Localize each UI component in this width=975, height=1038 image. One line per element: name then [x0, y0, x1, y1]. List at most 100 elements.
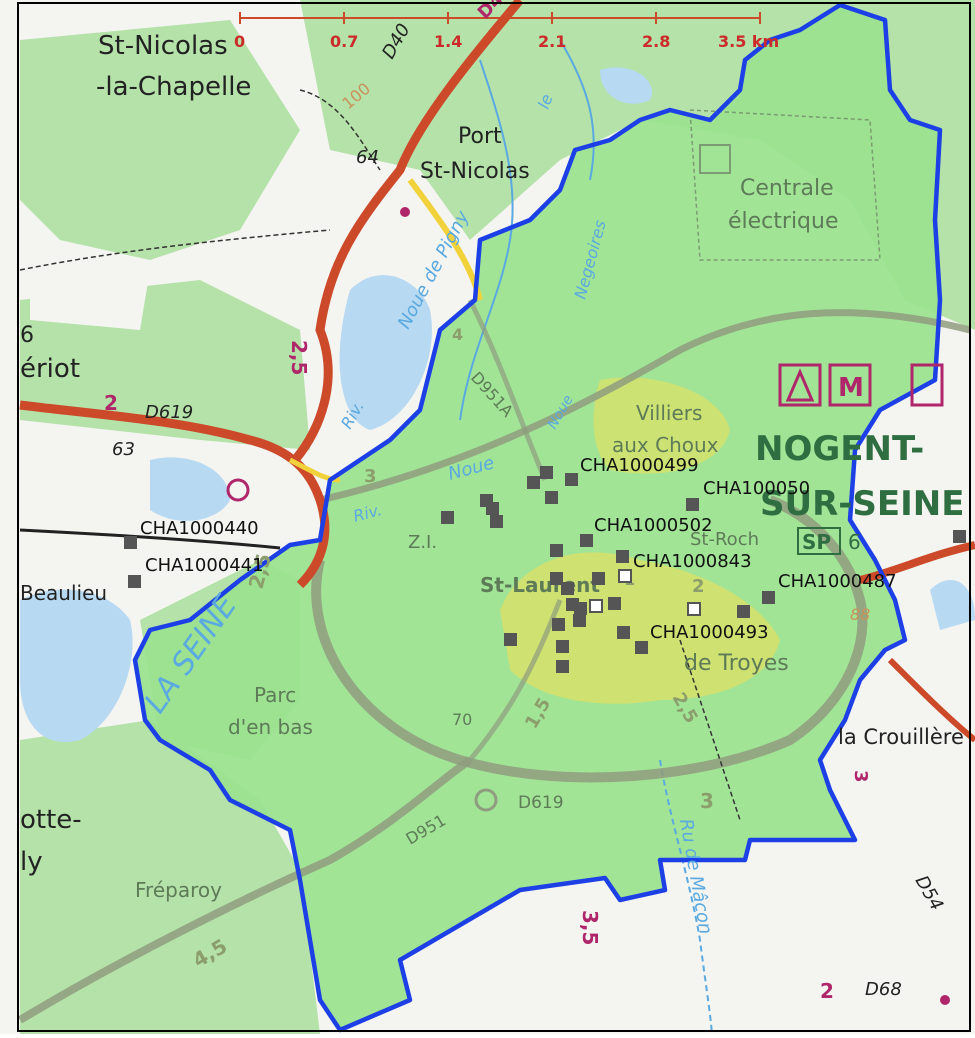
scale-tick-label: 3.5 km — [718, 32, 779, 51]
distance-label: 2 — [820, 979, 834, 1003]
urban-zone-villiers — [593, 377, 730, 474]
place-label: Parc — [254, 683, 296, 707]
distance-label: 2 — [692, 576, 705, 597]
road-label: 63 — [112, 439, 135, 460]
road-label: D68 — [865, 979, 902, 1000]
site-marker-hollow[interactable] — [589, 599, 603, 613]
scale-tick-label: 2.1 — [538, 32, 566, 51]
site-marker[interactable] — [545, 491, 558, 504]
clearing — [420, 840, 960, 1034]
site-label: CHA1000843 — [633, 551, 752, 572]
place-label: Centrale — [740, 176, 834, 201]
site-marker[interactable] — [565, 473, 578, 486]
river-label: le — [534, 91, 557, 111]
place-label: Beaulieu — [20, 581, 107, 605]
distance-label: 3 — [850, 770, 871, 783]
road-red-east — [859, 541, 975, 584]
site-marker[interactable] — [550, 544, 563, 557]
site-marker[interactable] — [490, 515, 503, 528]
railway-west — [19, 528, 281, 550]
site-marker[interactable] — [552, 618, 565, 631]
distance-label: 3 — [700, 789, 714, 813]
road-red-southeast — [887, 657, 975, 743]
monument-icon — [785, 368, 815, 402]
railway — [319, 309, 971, 504]
site-marker[interactable] — [737, 605, 750, 618]
scale-tick-label: 1.4 — [434, 32, 462, 51]
roundabout-icon — [226, 478, 250, 502]
site-marker[interactable] — [441, 511, 454, 524]
road-label: 6 — [848, 530, 861, 554]
place-label: ériot — [20, 354, 80, 384]
site-marker[interactable] — [953, 530, 966, 543]
water-lake — [930, 580, 975, 630]
site-marker[interactable] — [124, 536, 137, 549]
monument-icon — [778, 363, 822, 407]
river-ru-de-macon — [659, 759, 713, 1035]
site-marker[interactable] — [504, 633, 517, 646]
road-label: 70 — [452, 710, 472, 729]
water-lake — [20, 589, 133, 742]
place-label: Villiers — [636, 401, 702, 425]
site-marker[interactable] — [556, 640, 569, 653]
contour-label: 88 — [850, 605, 870, 624]
site-marker[interactable] — [556, 660, 569, 673]
road-d40 — [291, 0, 524, 463]
site-marker[interactable] — [574, 602, 587, 615]
site-marker[interactable] — [608, 597, 621, 610]
site-marker[interactable] — [617, 626, 630, 639]
map-symbol-group: M SP 6 — [226, 207, 950, 1005]
place-label: d'en bas — [228, 715, 313, 739]
sp-label: SP — [802, 530, 831, 554]
place-label: St-Laurent — [480, 573, 600, 597]
site-marker[interactable] — [686, 498, 699, 511]
site-label: CHA1000440 — [140, 518, 259, 539]
museum-icon-label: M — [838, 373, 864, 403]
distance-label: 2,5 — [287, 340, 311, 375]
town-label-nogent: NOGENT- — [755, 429, 924, 469]
place-label: ly — [20, 847, 43, 877]
road-label: D619 — [145, 402, 193, 423]
distance-label: 3 — [364, 466, 377, 487]
site-marker[interactable] — [592, 572, 605, 585]
site-marker[interactable] — [527, 476, 540, 489]
site-marker[interactable] — [573, 614, 586, 627]
town-label-sur-seine: SUR-SEINE — [760, 484, 964, 524]
place-label: électrique — [728, 209, 839, 234]
distance-label: 4 — [452, 325, 463, 344]
site-marker[interactable] — [635, 641, 648, 654]
clearing — [30, 250, 150, 330]
scale-bar: 0 0.7 1.4 2.1 2.8 3.5 km — [234, 12, 779, 51]
site-label: CHA1000493 — [650, 622, 769, 643]
site-marker[interactable] — [762, 591, 775, 604]
power-plant-boundary — [689, 109, 881, 261]
place-label: de Troyes — [684, 651, 789, 676]
distance-label: 3,5 — [578, 910, 602, 945]
site-marker[interactable] — [486, 502, 499, 515]
site-markers — [124, 466, 966, 673]
site-marker-hollow[interactable] — [687, 602, 701, 616]
site-marker[interactable] — [580, 534, 593, 547]
contour-label: 6 — [20, 323, 34, 348]
road-label: D619 — [518, 793, 564, 813]
river — [559, 39, 595, 181]
place-label: St-Nicolas — [98, 31, 228, 61]
site-marker[interactable] — [616, 550, 629, 563]
site-marker[interactable] — [540, 466, 553, 479]
road-local — [468, 599, 563, 762]
site-marker[interactable] — [550, 572, 563, 585]
site-marker-hollow[interactable] — [618, 569, 632, 583]
site-label: CHA1000502 — [594, 515, 713, 536]
museum-icon — [828, 363, 872, 407]
site-marker[interactable] — [128, 575, 141, 588]
place-label: St-Roch — [690, 529, 759, 550]
road-d951 — [17, 756, 473, 1024]
place-label: aux Choux — [612, 433, 719, 457]
place-label: -la-Chapelle — [96, 72, 251, 102]
site-marker[interactable] — [561, 582, 574, 595]
place-label: otte- — [20, 805, 82, 835]
scale-tick-label: 2.8 — [642, 32, 670, 51]
power-plant-outline — [699, 144, 731, 174]
